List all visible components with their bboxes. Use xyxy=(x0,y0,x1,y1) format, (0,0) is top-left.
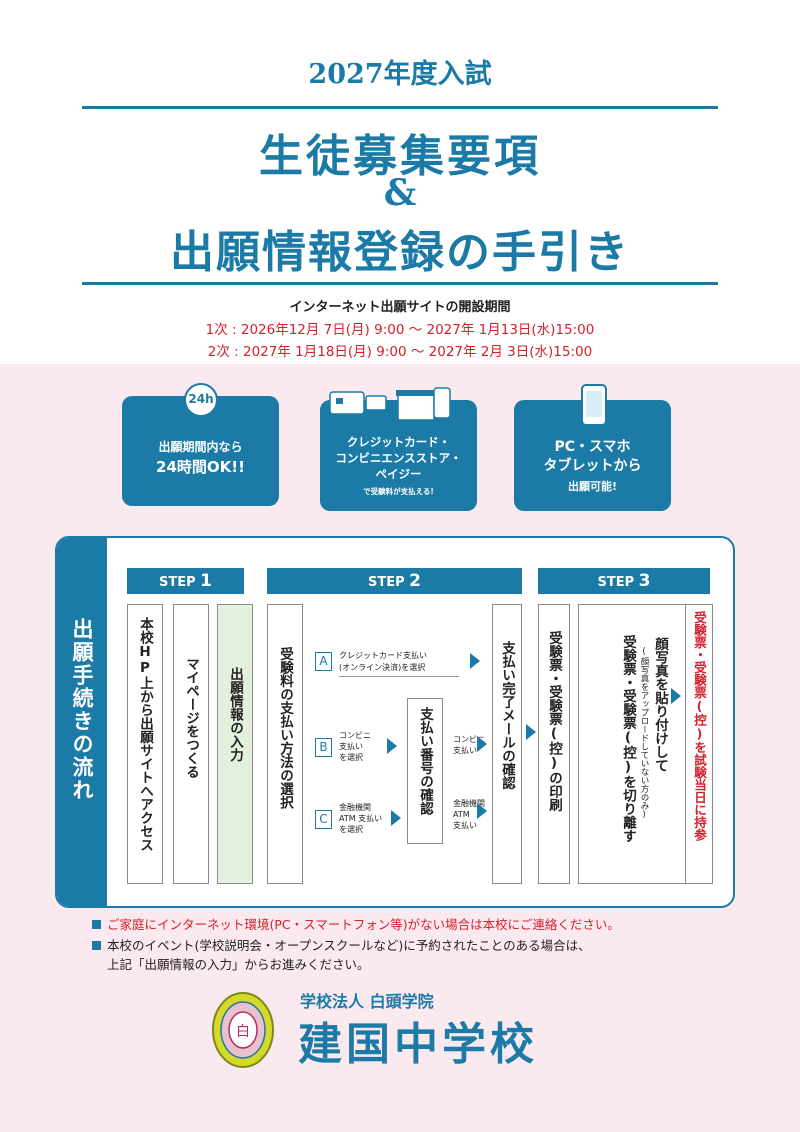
option-b-arrow xyxy=(387,738,397,754)
step1-label: STEP xyxy=(158,575,196,590)
option-b-text3: を選択 xyxy=(339,753,363,762)
s2-mail-text: 支払い完了メールの確認 xyxy=(499,641,515,790)
option-a-text2: (オンライン決済)を選択 xyxy=(339,663,426,672)
note-3-text: 上記「出願情報の入力」からお進みください。 xyxy=(107,957,370,972)
option-c-text1: 金融機関 xyxy=(339,803,371,812)
side-b-text2: 支払い xyxy=(453,746,477,755)
option-b-text1: コンビニ xyxy=(339,731,371,740)
option-c-text3: を選択 xyxy=(339,825,363,834)
clock-24h-badge: 24h xyxy=(188,392,214,406)
option-a-line xyxy=(339,676,459,677)
s1-mypage-text: マイページをつくる xyxy=(183,657,199,779)
option-a-arrow xyxy=(470,653,480,669)
option-c-arrow xyxy=(391,810,401,826)
step3-bar: STEP 3 xyxy=(538,568,710,594)
feature-payment-line1: クレジットカード・ xyxy=(346,435,451,449)
school-seal-text: 白 xyxy=(236,1024,250,1040)
feature-24h: 出願期間内なら 24時間OK!! xyxy=(122,396,279,506)
option-a-text1: クレジットカード支払い xyxy=(339,651,427,660)
flow-chart: 出願手続きの流れ STEP 1 STEP 2 STEP 3 本校HP上から出願サ… xyxy=(55,536,735,908)
side-c-arrow xyxy=(477,803,487,819)
feature-device-line2: タブレットから xyxy=(543,458,642,474)
note-1-text: ご家庭にインターネット環境(PC・スマートフォン等)がない場合は本校にご連絡くだ… xyxy=(107,917,620,932)
step1-bar: STEP 1 xyxy=(127,568,244,594)
payment-icon xyxy=(329,387,451,421)
note-2-text: 本校のイベント(学校説明会・オープンスクールなど)に予約されたことのある場合は、 xyxy=(107,938,591,953)
title-rule-bottom xyxy=(82,282,718,285)
s2-select-box: 受験料の支払い方法の選択 xyxy=(267,604,303,884)
step1-number: 1 xyxy=(200,571,212,591)
note-2: 本校のイベント(学校説明会・オープンスクールなど)に予約されたことのある場合は、 xyxy=(92,935,591,954)
note-1: ご家庭にインターネット環境(PC・スマートフォン等)がない場合は本校にご連絡くだ… xyxy=(92,914,620,933)
s1-access-box: 本校HP上から出願サイトへアクセス xyxy=(127,604,163,884)
step3-label: STEP xyxy=(597,575,635,590)
s3-print-box: 受験票・受験票(控)の印刷 xyxy=(538,604,570,884)
school-seal-icon: 白 xyxy=(212,992,274,1068)
title-rule-top xyxy=(82,106,718,109)
s3-print-text: 受験票・受験票(控)の印刷 xyxy=(546,631,562,812)
title-line-1: 生徒募集要項 xyxy=(259,131,541,182)
clock-24h-icon: 24h xyxy=(184,383,218,417)
period-heading: インターネット出願サイトの開設期間 xyxy=(289,300,511,315)
s3-photo-text: 顔写真を貼り付けして xyxy=(652,637,668,772)
note-3: 上記「出願情報の入力」からお進みください。 xyxy=(107,954,370,973)
side-c-text2: ATM xyxy=(453,810,470,819)
s2-select-text: 受験料の支払い方法の選択 xyxy=(277,647,293,809)
step2-bar: STEP 2 xyxy=(267,568,522,594)
school-name: 建国中学校 xyxy=(298,1019,538,1070)
step3-number: 3 xyxy=(638,571,651,591)
s2-confirm-text: 支払い番号の確認 xyxy=(417,707,433,815)
s1-input-text: 出願情報の入力 xyxy=(227,667,243,762)
note-1-bullet xyxy=(92,920,101,929)
feature-device-line1: PC・スマホ xyxy=(554,439,631,455)
option-c-text2: ATM 支払い xyxy=(339,814,383,823)
s2-mail-box: 支払い完了メールの確認 xyxy=(492,604,522,884)
period-second: 2次 : 2027年 1月18日(月) 9:00 〜 2027年 2月 3日(水… xyxy=(207,344,593,360)
s3-photo-note: (顔写真をアップロードしていない方のみ) xyxy=(639,647,649,820)
period-first: 1次 : 2026年12月 7日(月) 9:00 〜 2027年 1月13日(水… xyxy=(205,322,595,338)
s1-input-box: 出願情報の入力 xyxy=(217,604,253,884)
school-subtitle: 学校法人 白頭学院 xyxy=(300,992,434,1011)
note-2-bullet xyxy=(92,941,101,950)
flow-side-bar xyxy=(57,538,107,906)
feature-device-line3: 出願可能! xyxy=(567,480,618,493)
flow-title: 出願手続きの流れ xyxy=(70,618,94,802)
step2-3-arrow xyxy=(526,724,536,740)
feature-24h-line1: 出願期間内なら xyxy=(158,440,243,454)
year-heading: 2027年度入試 xyxy=(308,59,492,90)
step3-arrow xyxy=(671,688,681,704)
side-b-text1: コンビニ xyxy=(453,735,485,744)
step2-number: 2 xyxy=(409,571,421,591)
s1-access-text: 本校HP上から出願サイトへアクセス xyxy=(137,617,153,852)
title-ampersand: & xyxy=(383,172,417,214)
option-b-text2: 支払い xyxy=(339,742,363,751)
title-line-2: 出願情報登録の手引き xyxy=(170,227,630,278)
feature-payment-line3: ペイジー xyxy=(375,467,422,481)
feature-payment-line4: で受験料が支払える! xyxy=(363,487,434,496)
side-c-text1: 金融機関 xyxy=(453,799,485,808)
s1-mypage-box: マイページをつくる xyxy=(173,604,209,884)
s3-bring-text: 受験票・受験票(控)を試験当日に持参 xyxy=(692,611,707,841)
side-c-text3: 支払い xyxy=(453,821,477,830)
feature-24h-line2: 24時間OK!! xyxy=(156,458,245,476)
option-a-letter: A xyxy=(315,652,332,671)
feature-payment-line2: コンビニエンスストア・ xyxy=(335,451,462,465)
option-b-letter: B xyxy=(315,738,332,757)
step2-label: STEP xyxy=(367,575,405,590)
s3-cut-text: 受験票・受験票(控)を切り離す xyxy=(620,635,636,843)
side-b-arrow xyxy=(477,736,487,752)
option-c-letter: C xyxy=(315,810,332,829)
smartphone-icon xyxy=(581,384,607,426)
s2-confirm-box: 支払い番号の確認 xyxy=(407,698,443,844)
s3-bring-box: 受験票・受験票(控)を試験当日に持参 xyxy=(685,604,713,884)
